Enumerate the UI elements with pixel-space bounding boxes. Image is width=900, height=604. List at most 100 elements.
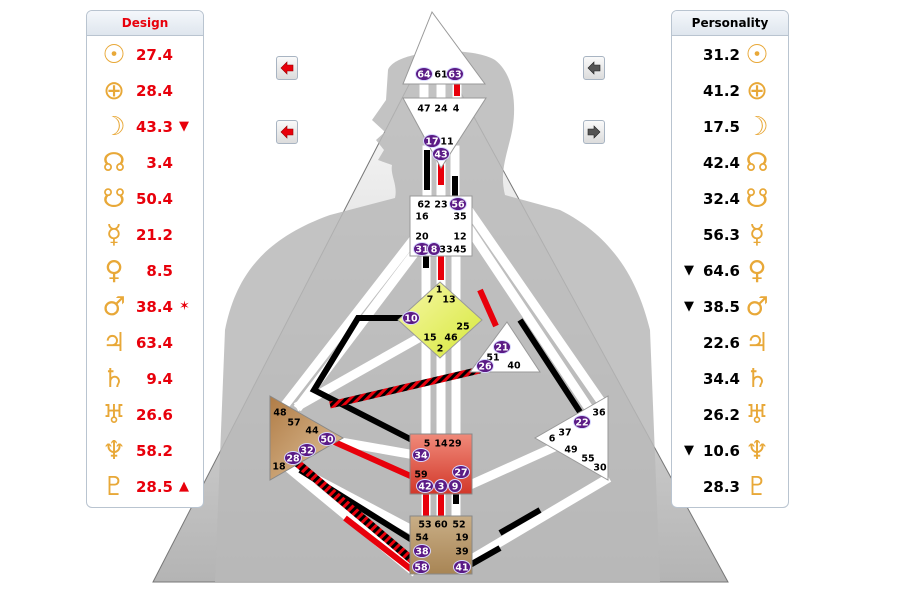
gate-label: 62 xyxy=(417,200,430,211)
gate-label: 30 xyxy=(593,463,607,474)
jupiter-icon: ♃ xyxy=(99,328,129,358)
planet-value: 28.5 xyxy=(136,478,173,496)
gate-label: 47 xyxy=(417,104,430,115)
personality-arrow-button-2[interactable] xyxy=(583,120,605,144)
gate-label: 63 xyxy=(448,70,461,81)
moon-icon: ☽ xyxy=(742,112,772,142)
gate-label: 31 xyxy=(415,245,428,256)
gate-label: 22 xyxy=(575,418,588,429)
planet-value: 58.2 xyxy=(136,442,173,460)
south-node-icon: ☋ xyxy=(99,184,129,214)
gate-label: 36 xyxy=(592,408,606,419)
gate-label: 38 xyxy=(415,547,429,558)
gate-label: 43 xyxy=(434,150,447,161)
gate-label: 9 xyxy=(452,482,459,493)
jupiter-icon: ♃ xyxy=(742,328,772,358)
gate-label: 19 xyxy=(455,533,468,544)
planet-value: 63.4 xyxy=(136,334,173,352)
planet-row: ☋32.4 xyxy=(672,181,788,217)
fixing-mark: ▲ xyxy=(179,479,189,495)
gate-label: 2 xyxy=(437,344,444,355)
right-arrow-icon xyxy=(584,121,604,143)
planet-value: 34.4 xyxy=(703,370,740,388)
sun-icon: ☉ xyxy=(99,40,129,70)
gate-label: 12 xyxy=(453,232,466,243)
planet-value: 26.2 xyxy=(703,406,740,424)
left-arrow-icon xyxy=(277,57,297,79)
gate-label: 24 xyxy=(434,104,448,115)
planet-value: 21.2 xyxy=(136,226,173,244)
gate-label: 17 xyxy=(425,137,438,148)
planet-value: 64.6 xyxy=(703,262,740,280)
mercury-icon: ☿ xyxy=(742,220,772,250)
planet-value: 28.4 xyxy=(136,82,173,100)
gate-label: 60 xyxy=(434,520,448,531)
planet-value: 38.4 xyxy=(136,298,173,316)
planet-value: 17.5 xyxy=(703,118,740,136)
planet-row: ♆10.6 ▼ xyxy=(672,433,788,469)
planet-value: 28.3 xyxy=(703,478,740,496)
gate-label: 41 xyxy=(455,563,468,574)
planet-row: ☽43.3▼ xyxy=(87,109,203,145)
planet-value: 32.4 xyxy=(703,190,740,208)
gate-label: 39 xyxy=(455,547,468,558)
planet-value: 43.3 xyxy=(136,118,173,136)
saturn-icon: ♄ xyxy=(742,364,772,394)
gate-label: 59 xyxy=(414,470,427,481)
gate-label: 32 xyxy=(300,446,313,457)
gate-label: 7 xyxy=(427,295,434,306)
planet-row: ♅26.6 xyxy=(87,397,203,433)
gate-label: 4 xyxy=(453,104,460,115)
personality-arrow-button-1[interactable] xyxy=(583,56,605,80)
gate-label: 25 xyxy=(456,322,469,333)
gate-label: 42 xyxy=(418,482,431,493)
gate-label: 15 xyxy=(423,333,436,344)
gate-label: 28 xyxy=(286,454,300,465)
gate-label: 8 xyxy=(431,245,438,256)
planet-value: 41.2 xyxy=(703,82,740,100)
personality-panel: Personality ☉31.2⊕41.2☽17.5☊42.4☋32.4☿56… xyxy=(671,10,789,508)
gate-label: 54 xyxy=(415,533,429,544)
planet-row: ♇28.5▲ xyxy=(87,469,203,505)
pluto-icon: ♇ xyxy=(742,472,772,502)
planet-value: 50.4 xyxy=(136,190,173,208)
gate-label: 14 xyxy=(434,439,448,450)
planet-value: 27.4 xyxy=(136,46,173,64)
north-node-icon: ☊ xyxy=(742,148,772,178)
uranus-icon: ♅ xyxy=(742,400,772,430)
planet-row: ☿56.3 xyxy=(672,217,788,253)
gate-label: 35 xyxy=(453,212,466,223)
planet-row: ☉ 27.4 xyxy=(87,37,203,73)
planet-value: 8.5 xyxy=(146,262,173,280)
planet-row: ☉31.2 xyxy=(672,37,788,73)
fixing-mark: ▼ xyxy=(684,443,694,459)
sun-icon: ☉ xyxy=(742,40,772,70)
gate-label: 48 xyxy=(273,408,287,419)
saturn-icon: ♄ xyxy=(99,364,129,394)
design-panel: Design ☉27.4⊕28.4☽43.3▼☊3.4☋50.4☿21.2♀8.… xyxy=(86,10,204,508)
planet-value: 9.4 xyxy=(146,370,173,388)
design-arrow-button-1[interactable] xyxy=(276,56,298,80)
planet-row: ♄ 9.4 xyxy=(87,361,203,397)
earth-icon: ⊕ xyxy=(99,76,129,106)
gate-label: 57 xyxy=(287,418,300,429)
gate-label: 34 xyxy=(414,451,428,462)
gate-label: 11 xyxy=(440,137,453,148)
left-arrow-icon xyxy=(584,57,604,79)
gate-label: 33 xyxy=(439,245,452,256)
planet-row: ♆58.2 xyxy=(87,433,203,469)
planet-value: 10.6 xyxy=(703,442,740,460)
gate-label: 61 xyxy=(434,70,447,81)
venus-icon: ♀ xyxy=(99,256,129,286)
design-arrow-button-2[interactable] xyxy=(276,120,298,144)
fixing-mark: ▼ xyxy=(179,119,189,135)
planet-value: 42.4 xyxy=(703,154,740,172)
neptune-icon: ♆ xyxy=(742,436,772,466)
fixing-mark: ▼ xyxy=(684,299,694,315)
gate-label: 40 xyxy=(507,361,521,372)
planet-value: 26.6 xyxy=(136,406,173,424)
planet-value: 31.2 xyxy=(703,46,740,64)
gate-label: 44 xyxy=(305,426,319,437)
gate-label: 53 xyxy=(418,520,431,531)
gate-label: 29 xyxy=(448,439,461,450)
